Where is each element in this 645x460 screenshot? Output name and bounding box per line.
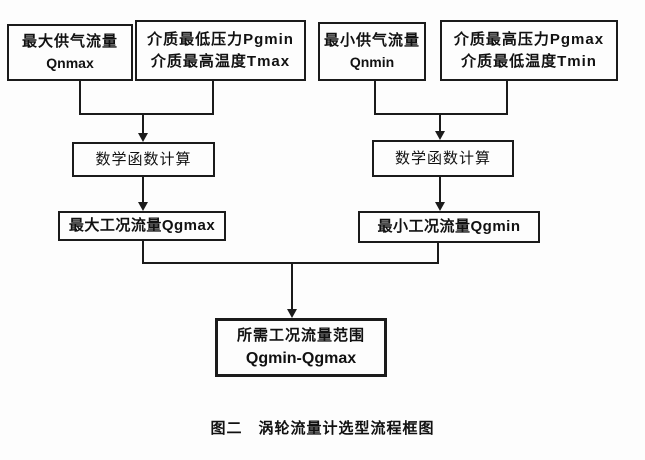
connector-line (374, 113, 508, 115)
node-label: 最大供气流量 (21, 33, 118, 51)
node-label: 介质最低压力Pgmin (147, 30, 294, 48)
connector-line (506, 81, 508, 115)
connector-line (437, 243, 439, 264)
connector-line (212, 81, 214, 115)
node-min-supply-flow: 最小供气流量 Qnmin (318, 22, 426, 81)
node-label: 所需工况流量范围 (236, 327, 365, 345)
node-label: 最小工况流量Qgmin (377, 218, 521, 236)
node-max-supply-flow: 最大供气流量 Qnmax (7, 24, 133, 81)
connector-line (374, 80, 376, 115)
node-label: 最小供气流量 (323, 32, 420, 50)
connector-line (291, 264, 293, 310)
arrow-down-icon (138, 202, 148, 211)
node-label: 数学函数计算 (394, 149, 491, 167)
node-symbol: Qnmin (349, 54, 395, 71)
node-min-operating-flow: 最小工况流量Qgmin (358, 211, 540, 243)
connector-line (142, 177, 144, 203)
node-max-operating-flow: 最大工况流量Qgmax (58, 211, 226, 241)
connector-line (142, 262, 439, 264)
connector-line (79, 113, 214, 115)
node-min-pressure-max-temp: 介质最低压力Pgmin 介质最高温度Tmax (135, 20, 306, 81)
connector-line (142, 241, 144, 264)
node-math-calc-left: 数学函数计算 (72, 142, 215, 177)
node-symbol: Qgmin-Qgmax (245, 349, 357, 367)
arrow-down-icon (435, 202, 445, 211)
arrow-down-icon (287, 309, 297, 318)
connector-line (439, 115, 441, 132)
node-math-calc-right: 数学函数计算 (372, 140, 514, 177)
node-symbol: Qnmax (46, 55, 94, 72)
node-label: 数学函数计算 (95, 150, 192, 168)
connector-line (142, 115, 144, 134)
node-label: 最大工况流量Qgmax (68, 217, 216, 235)
arrow-down-icon (138, 133, 148, 142)
arrow-down-icon (435, 131, 445, 140)
connector-line (439, 177, 441, 203)
node-max-pressure-min-temp: 介质最高压力Pgmax 介质最低温度Tmin (440, 20, 618, 81)
node-label: 介质最低温度Tmin (461, 52, 597, 70)
node-label: 介质最高温度Tmax (150, 52, 291, 70)
figure-caption: 图二 涡轮流量计选型流程框图 (210, 420, 435, 437)
connector-line (79, 80, 81, 115)
node-required-flow-range: 所需工况流量范围 Qgmin-Qgmax (215, 318, 387, 377)
node-label: 介质最高压力Pgmax (453, 30, 605, 48)
